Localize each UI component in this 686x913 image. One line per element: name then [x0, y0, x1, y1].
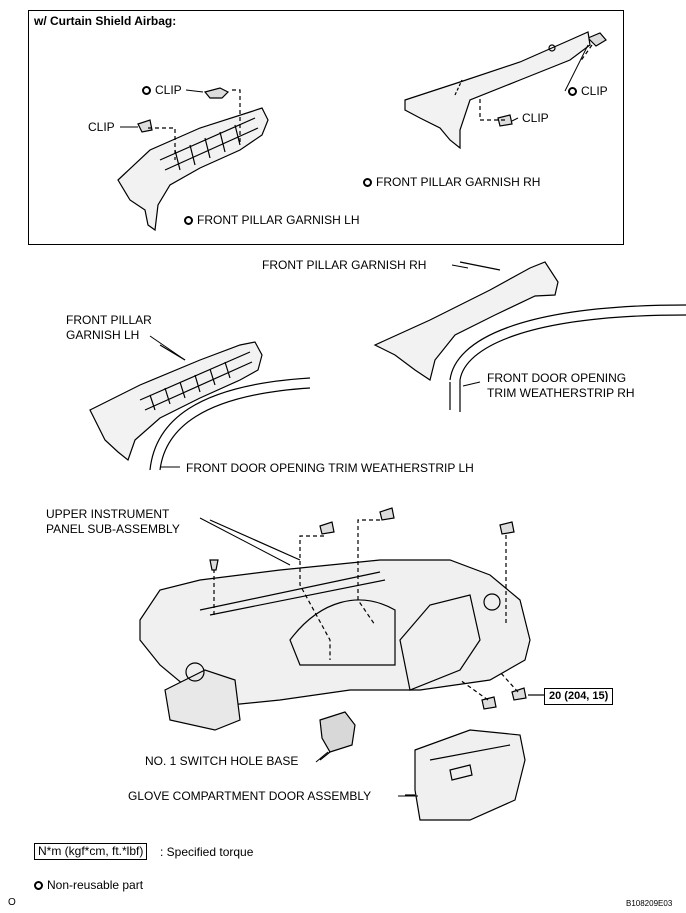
- weatherstrip-lh-label: FRONT DOOR OPENING TRIM WEATHERSTRIP LH: [186, 461, 474, 475]
- inset-clip-label-3: CLIP: [522, 111, 549, 125]
- garnish-rh-label: FRONT PILLAR GARNISH RH: [262, 258, 427, 272]
- curtain-airbag-inset: [28, 10, 624, 245]
- inset-clip-label-1: CLIP: [142, 83, 182, 97]
- weatherstrip-rh-label-line1: FRONT DOOR OPENING: [487, 371, 627, 385]
- inset-clip-drawings: [137, 32, 607, 160]
- garnish-lh-drawing: [89, 341, 311, 471]
- torque-spec-box: 20 (204, 15): [544, 688, 614, 705]
- glove-door-label: GLOVE COMPARTMENT DOOR ASSEMBLY: [128, 789, 372, 803]
- panel-fastener-drawings: [209, 507, 544, 710]
- figure-id: B108209E03: [626, 899, 673, 908]
- garnish-lh-label-line2: GARNISH LH: [66, 328, 140, 342]
- inset-clip-label-4: CLIP: [568, 84, 608, 98]
- weatherstrip-rh-label-line2: TRIM WEATHERSTRIP RH: [487, 386, 635, 400]
- inset-garnish-rh-label: FRONT PILLAR GARNISH RH: [363, 175, 540, 189]
- nonreusable-mark-icon: [142, 86, 151, 95]
- nonreusable-mark-icon: [568, 87, 577, 96]
- instrument-panel-drawing: [139, 519, 531, 731]
- inset-garnish-lh-label: FRONT PILLAR GARNISH LH: [184, 213, 359, 227]
- nonreusable-mark-icon: [184, 216, 193, 225]
- nonreusable-legend: Non-reusable part: [34, 878, 143, 892]
- switch-hole-base-drawing: [319, 711, 356, 761]
- footer-left-mark: O: [8, 897, 16, 908]
- nonreusable-mark-icon: [34, 881, 43, 890]
- inset-clip-label-2: CLIP: [88, 120, 115, 134]
- inset-garnish-rh-drawing: [404, 31, 591, 150]
- nonreusable-mark-icon: [363, 178, 372, 187]
- inset-garnish-lh-drawing: [117, 107, 269, 232]
- panel-label-line1: UPPER INSTRUMENT: [46, 507, 170, 521]
- garnish-rh-drawing: [373, 261, 686, 412]
- garnish-lh-label-line1: FRONT PILLAR: [66, 313, 152, 327]
- panel-label-line2: PANEL SUB-ASSEMBLY: [46, 522, 180, 536]
- torque-legend-box: N*m (kgf*cm, ft.*lbf): [34, 843, 148, 860]
- switch-hole-base-label: NO. 1 SWITCH HOLE BASE: [145, 754, 299, 768]
- torque-legend-text: : Specified torque: [160, 845, 254, 859]
- inset-title: w/ Curtain Shield Airbag:: [34, 14, 177, 28]
- glove-compartment-drawing: [405, 729, 526, 821]
